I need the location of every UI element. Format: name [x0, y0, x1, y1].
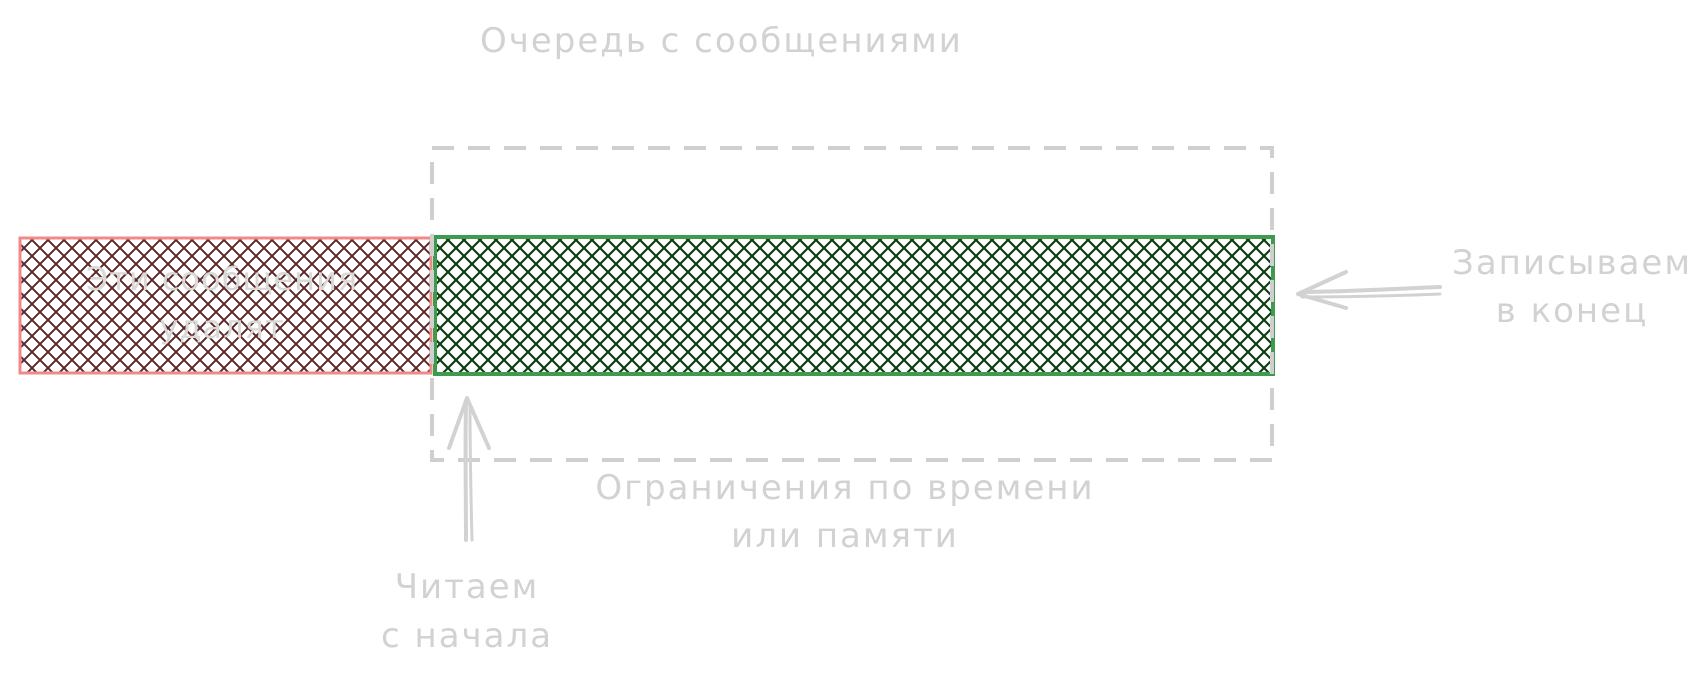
arrow-up-icon: [447, 396, 491, 542]
deleted-segment-fill: [20, 238, 431, 373]
arrow-left-icon: [1296, 270, 1442, 310]
kept-segment-border: [433, 235, 1275, 376]
diagram-title: Очередь с сообщениями: [480, 21, 963, 61]
write-label-line1: Записываем: [1452, 243, 1692, 283]
read-label-line2: с начала: [381, 616, 553, 656]
kept-segment-fill: [435, 237, 1273, 374]
deleted-segment-label-line1: Эти сообщения: [86, 260, 358, 298]
deleted-segment: Эти сообщения удалят: [18, 236, 433, 375]
kept-segment: [433, 235, 1275, 376]
deleted-segment-border: [18, 236, 433, 375]
limit-label-line2: или памяти: [731, 516, 959, 556]
read-label-line1: Читаем: [395, 567, 540, 607]
write-label-line2: в конец: [1496, 291, 1648, 331]
limit-label-line1: Ограничения по времени: [595, 468, 1094, 508]
deleted-segment-label-line2: удалят: [159, 308, 284, 346]
